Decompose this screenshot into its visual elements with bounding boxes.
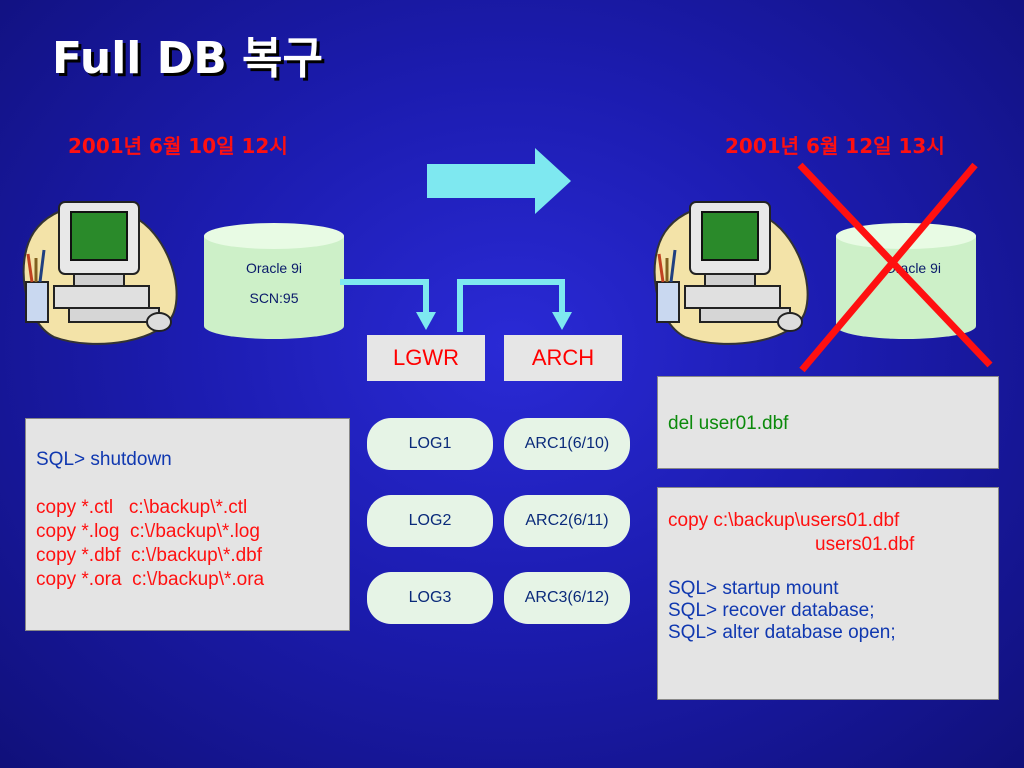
- left-db-label-oracle: Oracle 9i: [245, 260, 303, 276]
- log-file-1: LOG1: [367, 418, 493, 470]
- log-file-3: LOG3: [367, 572, 493, 624]
- open-database-command: SQL> alter database open;: [668, 622, 896, 643]
- log-file-2: LOG2: [367, 495, 493, 547]
- cross-icon: [797, 162, 993, 373]
- copy-command-ctl: copy *.ctl c:\backup\*.ctl: [36, 497, 248, 518]
- copy-command-log: copy *.log c:\/backup\*.log: [36, 521, 260, 542]
- lgwr-process: LGWR: [367, 335, 485, 381]
- backup-commands-box: SQL> shutdown copy *.ctl c:\backup\*.ctl…: [25, 418, 350, 631]
- connector-arrows: [340, 279, 572, 332]
- computer-icon: [653, 201, 809, 345]
- startup-mount-command: SQL> startup mount: [668, 578, 839, 599]
- page-title: Full DB 복구: [52, 33, 324, 84]
- archive-file-1: ARC1(6/10): [504, 418, 630, 470]
- arch-process: ARCH: [504, 335, 622, 381]
- shutdown-command: SQL> shutdown: [36, 449, 172, 470]
- recover-database-command: SQL> recover database;: [668, 600, 875, 621]
- copy-command-ora: copy *.ora c:\/backup\*.ora: [36, 569, 265, 590]
- delete-command: del user01.dbf: [668, 413, 789, 434]
- archive-file-3: ARC3(6/12): [504, 572, 630, 624]
- right-arrow-icon: [427, 148, 571, 214]
- archive-file-2: ARC2(6/11): [504, 495, 630, 547]
- restore-copy-command: copy c:\backup\users01.dbf: [668, 510, 900, 531]
- left-date: 2001년 6월 10일 12시: [68, 134, 288, 158]
- copy-command-dbf: copy *.dbf c:\/backup\*.dbf: [36, 545, 263, 566]
- left-db-label-scn: SCN:95: [249, 290, 299, 306]
- right-date: 2001년 6월 12일 13시: [725, 134, 945, 158]
- restore-copy-target: users01.dbf: [815, 534, 915, 555]
- restore-commands-box: copy c:\backup\users01.dbf users01.dbf S…: [657, 487, 999, 700]
- computer-icon: [22, 201, 178, 345]
- database-cylinder-icon: [204, 223, 344, 339]
- delete-command-box: del user01.dbf: [657, 376, 999, 469]
